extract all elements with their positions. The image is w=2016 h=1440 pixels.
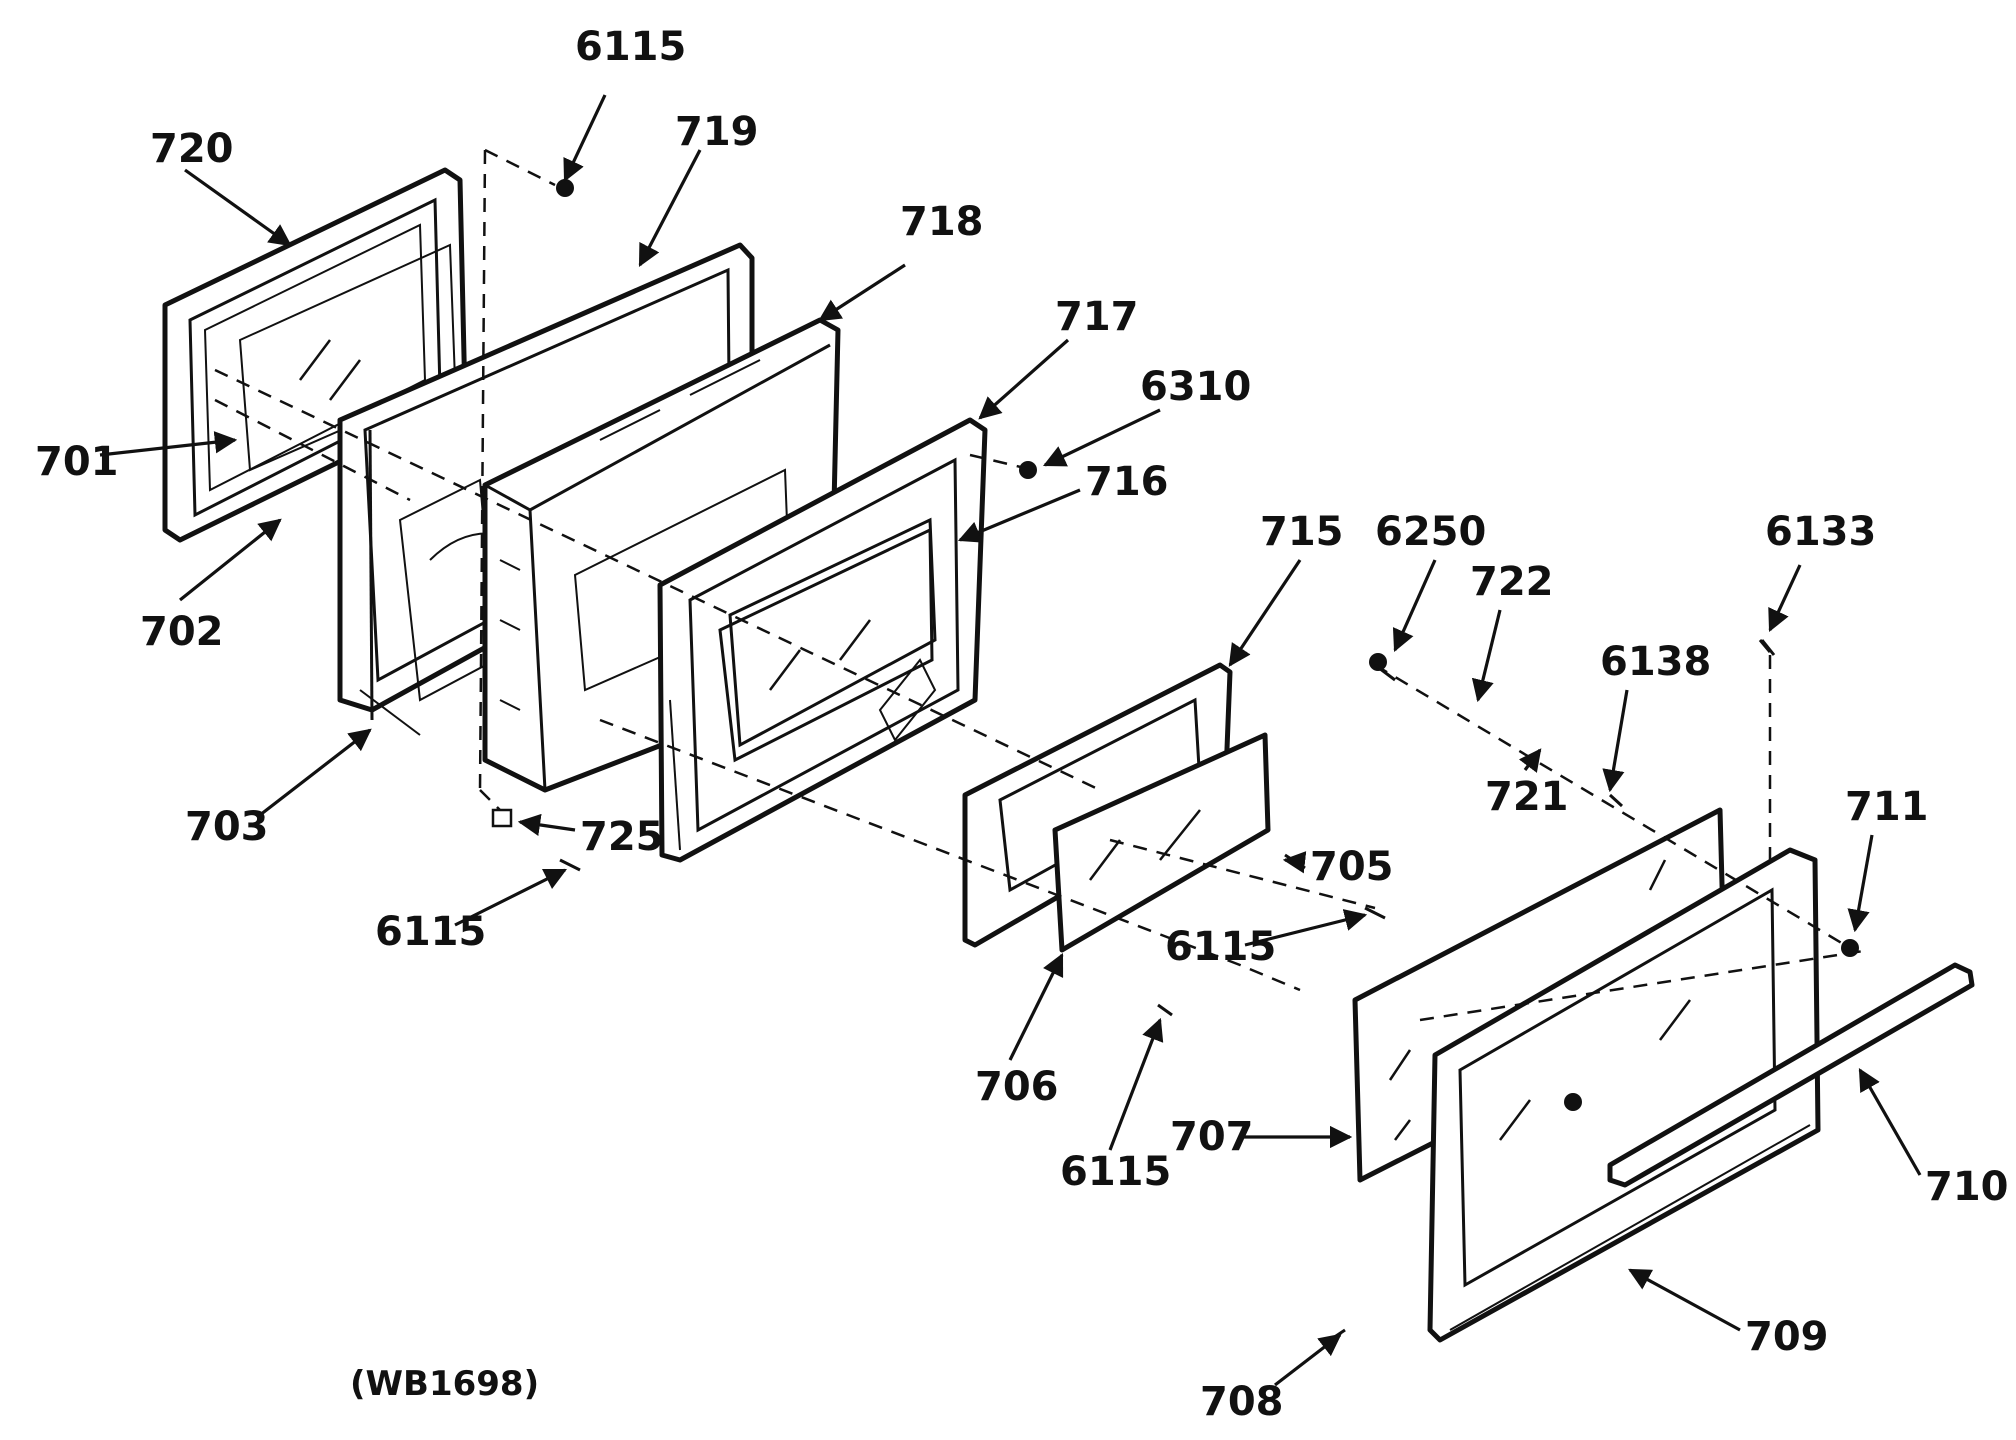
reference-code: (WB1698): [350, 1364, 539, 1404]
callout-6138: 6138: [1600, 639, 1711, 685]
part-717-inner-door-panel: [657, 417, 988, 863]
callout-6115-mid: 6115: [1165, 924, 1276, 970]
part-716-window-pack: [728, 517, 937, 748]
alignment-dashed-lines: [214, 148, 1871, 1022]
callout-706: 706: [975, 1064, 1059, 1110]
part-710-handle: [1607, 962, 1975, 1188]
callout-716: 716: [1085, 459, 1169, 505]
callout-722: 722: [1470, 559, 1554, 605]
callout-6115-bottom: 6115: [1060, 1149, 1171, 1195]
callout-720: 720: [150, 126, 234, 172]
callout-710: 710: [1925, 1164, 2009, 1210]
callout-6310: 6310: [1140, 364, 1251, 410]
part-706-glass-panel: [1052, 732, 1271, 953]
callout-705: 705: [1310, 844, 1394, 890]
leader-arrows: [99, 94, 1922, 1387]
callout-702: 702: [140, 609, 224, 655]
callout-6133: 6133: [1765, 509, 1876, 555]
callout-6115-left: 6115: [375, 909, 486, 955]
callout-715: 715: [1260, 509, 1344, 555]
callout-719: 719: [675, 109, 759, 155]
callout-701: 701: [35, 439, 119, 485]
callout-721: 721: [1485, 774, 1569, 820]
callout-707: 707: [1170, 1114, 1254, 1160]
callout-labels: 720 719 6115 718 717 6310 716 701 702 70…: [35, 24, 2009, 1425]
part-709-outer-door-frame: [1427, 847, 1821, 1343]
callout-709: 709: [1745, 1314, 1829, 1360]
callout-6115-top: 6115: [575, 24, 686, 70]
callout-725: 725: [580, 814, 664, 860]
callout-717: 717: [1055, 294, 1139, 340]
callout-703: 703: [185, 804, 269, 850]
callout-718: 718: [900, 199, 984, 245]
callout-711: 711: [1845, 784, 1929, 830]
callout-708: 708: [1200, 1379, 1284, 1425]
callout-6250: 6250: [1375, 509, 1486, 555]
